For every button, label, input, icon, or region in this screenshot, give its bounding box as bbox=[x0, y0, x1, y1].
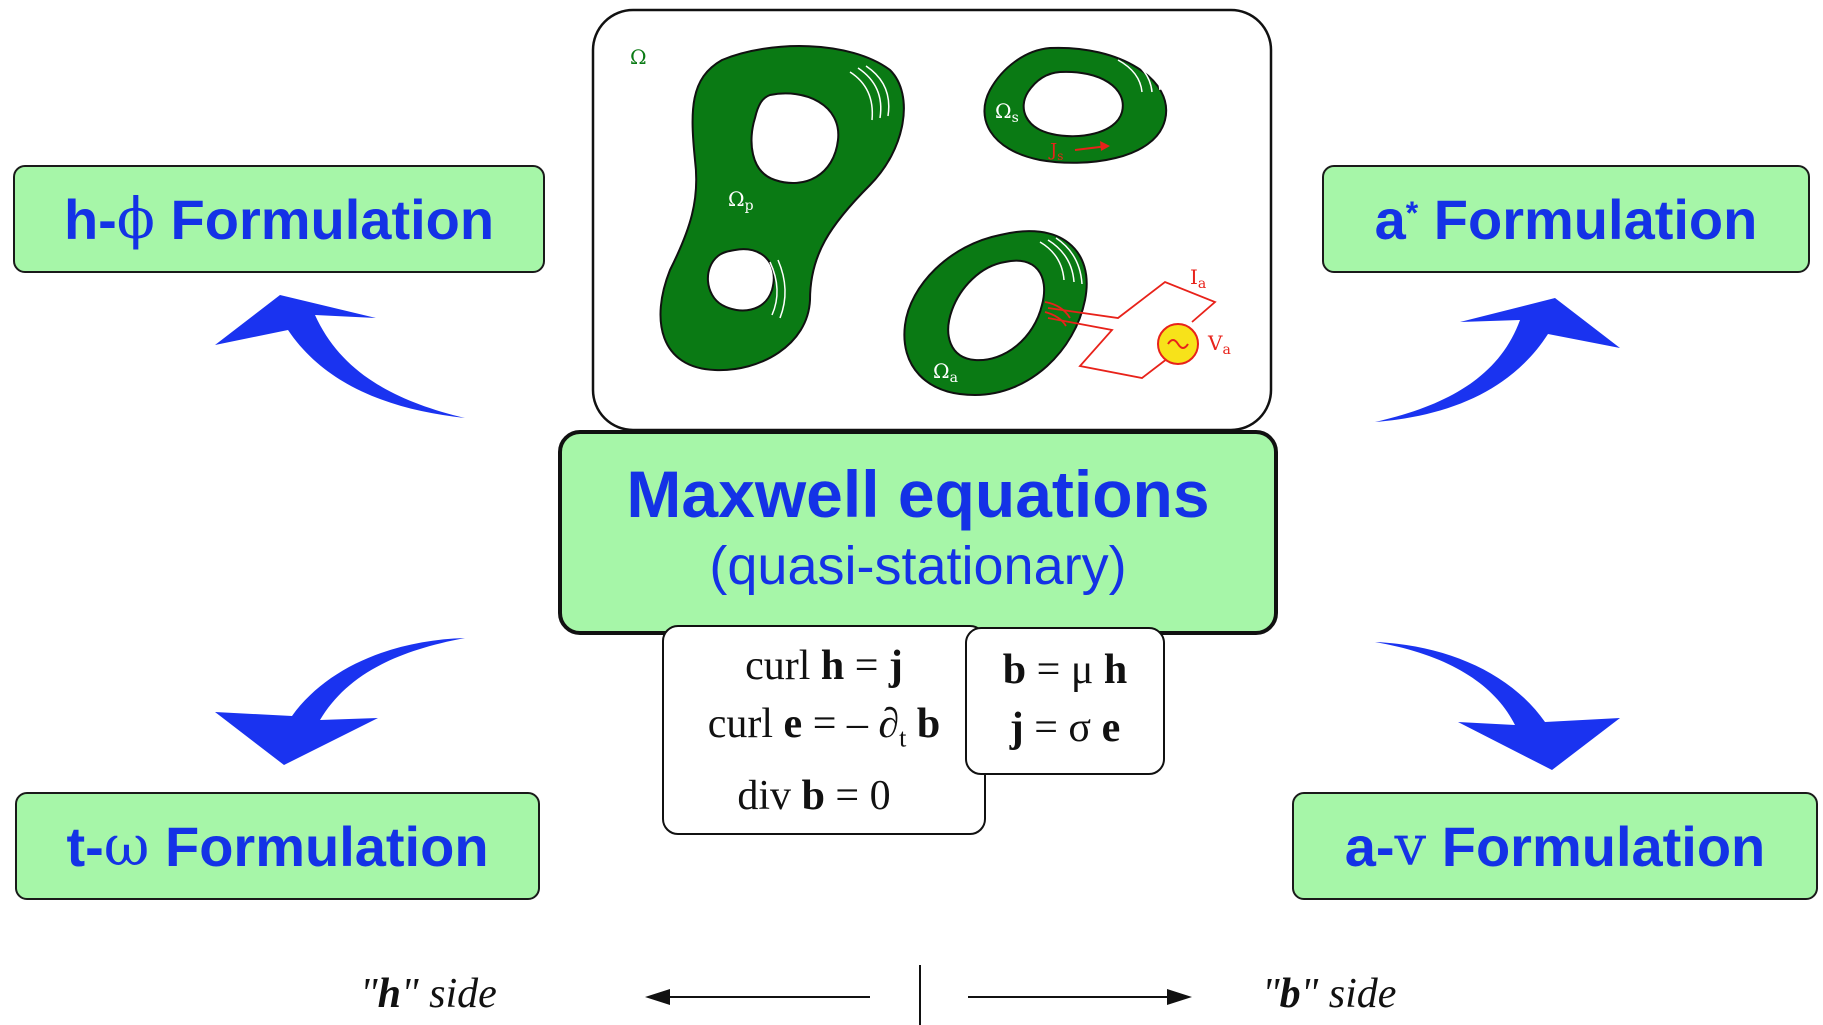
a-star-formulation-box: a* Formulation bbox=[1322, 165, 1810, 273]
t-omega-suffix: Formulation bbox=[149, 814, 489, 878]
omega-s-region: Ωs Js bbox=[983, 46, 1168, 164]
curved-arrow-up-left-icon bbox=[215, 295, 465, 418]
curved-arrow-up-right-icon bbox=[1375, 298, 1620, 422]
maxwell-equations-box: Maxwell equations (quasi-stationary) bbox=[558, 430, 1278, 635]
a-star-prefix: a bbox=[1374, 187, 1406, 251]
a-v-suffix: Formulation bbox=[1426, 814, 1766, 878]
constitutive-laws-box: b = μ h j = σ e bbox=[965, 627, 1165, 775]
h-phi-suffix: Formulation bbox=[154, 187, 495, 251]
v-symbol: v bbox=[1394, 813, 1427, 879]
h-phi-formulation-box: h-ϕ Formulation bbox=[13, 165, 545, 273]
omega-symbol: ω bbox=[103, 813, 150, 879]
h-side-label: "h" side bbox=[360, 971, 497, 1017]
arrow-left-icon bbox=[645, 989, 670, 1005]
eq-div-b: div b = 0 bbox=[737, 773, 891, 820]
maxwell-title: Maxwell equations bbox=[626, 457, 1210, 531]
b-side-label: "b" side bbox=[1262, 971, 1397, 1017]
ac-source-icon bbox=[1157, 323, 1199, 365]
phi-symbol: ϕ bbox=[116, 186, 155, 252]
a-star-suffix: Formulation bbox=[1418, 187, 1758, 251]
a-v-prefix: a- bbox=[1344, 814, 1395, 878]
a-v-formulation-box: a-v Formulation bbox=[1292, 792, 1818, 900]
side-divider bbox=[645, 965, 1192, 1025]
circuit-wiring bbox=[1044, 280, 1217, 379]
omega-p-region: Ωp bbox=[659, 45, 905, 372]
omega-a-region: Ωa bbox=[903, 230, 1088, 397]
omega-label: Ω bbox=[630, 45, 647, 69]
maxwell-subtitle: (quasi-stationary) bbox=[709, 536, 1127, 596]
t-omega-prefix: t- bbox=[66, 814, 104, 878]
eq-curl-e: curl e = – ∂t b bbox=[707, 701, 941, 753]
star-symbol: * bbox=[1405, 194, 1419, 231]
curved-arrow-down-right-icon bbox=[1375, 642, 1620, 770]
eq-curl-h: curl h = j bbox=[745, 643, 903, 689]
curved-arrow-down-left-icon bbox=[215, 638, 465, 765]
maxwell-laws-box: curl h = j curl e = – ∂t b div b = 0 bbox=[662, 625, 986, 835]
t-omega-formulation-box: t-ω Formulation bbox=[15, 792, 540, 900]
arrow-right-icon bbox=[1167, 989, 1192, 1005]
h-phi-prefix: h- bbox=[63, 187, 117, 251]
eq-j-sigma-e: j = σ e bbox=[1009, 705, 1121, 751]
eq-b-mu-h: b = μ h bbox=[1002, 647, 1128, 693]
